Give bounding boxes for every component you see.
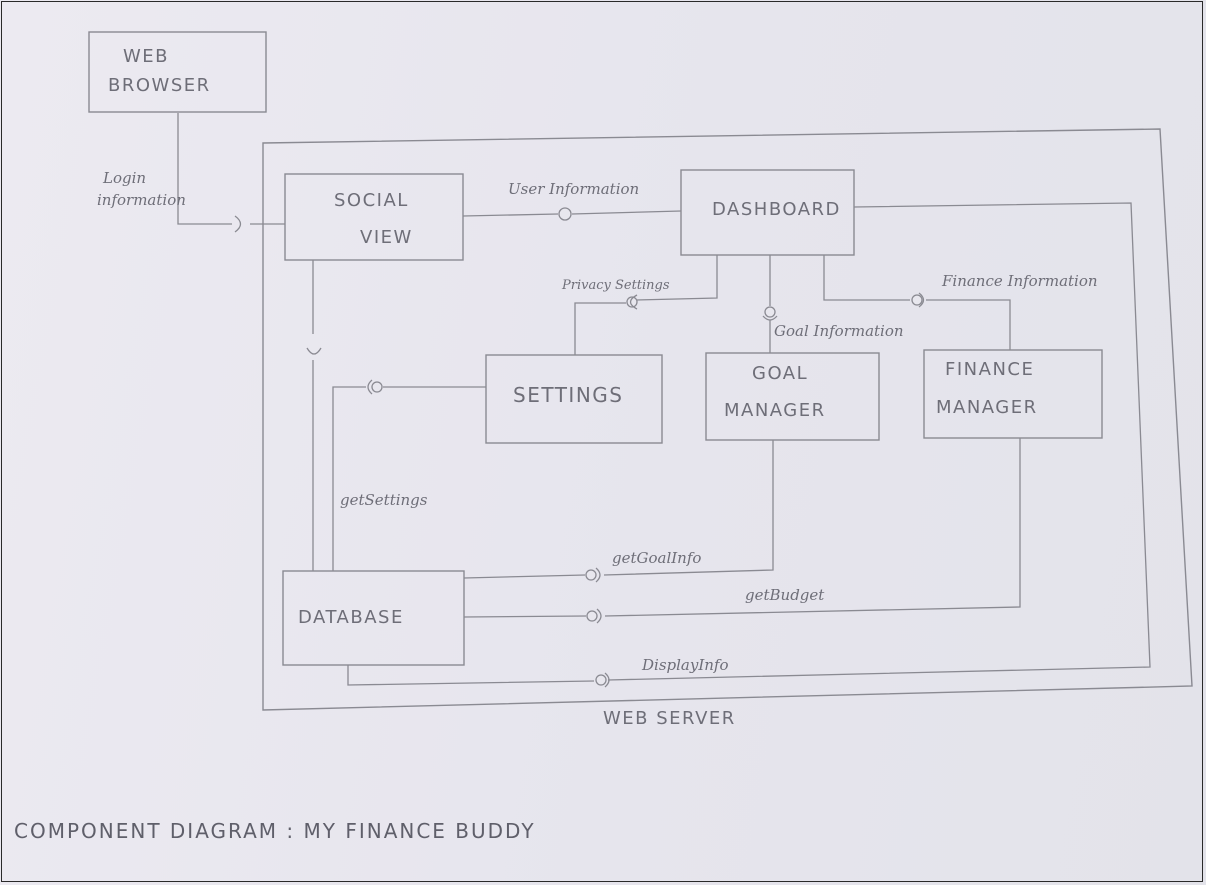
goal-information-label: Goal Information (774, 322, 904, 340)
user-information-connector: User Information (462, 180, 682, 221)
get-settings-label: getSettings (340, 491, 428, 509)
get-goal-info-label: getGoalInfo (612, 549, 701, 567)
user-information-label: User Information (508, 180, 639, 198)
goal-information-connector: Goal Information (762, 255, 904, 353)
web-server-boundary (262, 128, 1193, 711)
dashboard-component: DASHBOARD (680, 169, 855, 256)
get-budget-label: getBudget (745, 586, 825, 604)
finance-information-connector: Finance Information (823, 255, 1098, 350)
finance-manager-component: FINANCE MANAGER (923, 349, 1103, 439)
get-settings-connector: getSettings (332, 379, 486, 571)
login-connector: Login information (97, 113, 285, 233)
diagram-title: COMPONENT DIAGRAM : MY FINANCE BUDDY (14, 819, 536, 843)
web-browser-label-line2: BROWSER (108, 75, 211, 96)
finance-manager-label-line1: FINANCE (945, 359, 1034, 380)
display-info-label: DisplayInfo (641, 656, 729, 674)
social-view-label-line1: SOCIAL (334, 190, 409, 211)
database-label: DATABASE (298, 607, 404, 628)
login-label-line1: Login (102, 169, 146, 187)
social-view-label-line2: VIEW (360, 227, 413, 248)
settings-label: SETTINGS (513, 383, 623, 407)
privacy-settings-connector: Privacy Settings (561, 255, 718, 355)
web-server-label: WEB SERVER (603, 708, 736, 729)
display-info-connector: DisplayInfo (347, 202, 1151, 688)
dashboard-label: DASHBOARD (712, 199, 841, 220)
social-database-connector (306, 260, 322, 571)
goal-manager-label-line1: GOAL (752, 363, 808, 384)
settings-component: SETTINGS (485, 354, 663, 444)
web-browser-label-line1: WEB (123, 46, 169, 67)
goal-manager-component: GOAL MANAGER (705, 352, 880, 441)
social-view-component: SOCIAL VIEW (284, 173, 464, 261)
web-browser-component: WEB BROWSER (88, 31, 267, 113)
finance-information-label: Finance Information (941, 272, 1098, 290)
database-component: DATABASE (282, 570, 465, 666)
login-label-line2: information (97, 191, 186, 209)
get-goal-info-connector: getGoalInfo (463, 440, 774, 583)
get-budget-connector: getBudget (463, 438, 1021, 624)
privacy-settings-label: Privacy Settings (561, 278, 670, 293)
finance-manager-label-line2: MANAGER (936, 397, 1038, 418)
goal-manager-label-line2: MANAGER (724, 400, 826, 421)
